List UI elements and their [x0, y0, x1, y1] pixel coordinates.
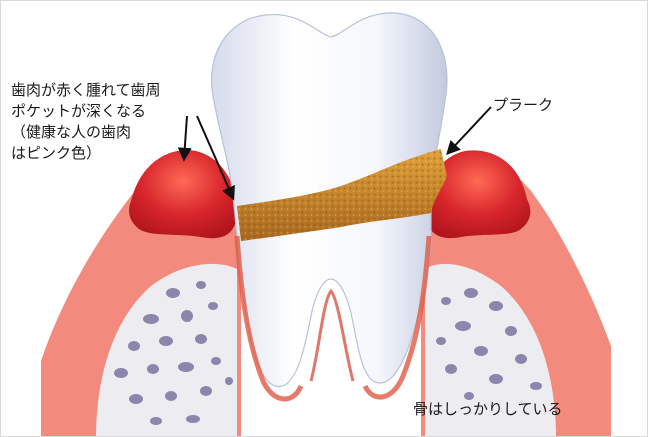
arrow-to-plaque [448, 107, 491, 153]
plaque-label: プラーク [493, 95, 553, 116]
right-gum-bone [421, 150, 611, 437]
gum-annotation-line-2: ポケットが深くなる [11, 101, 161, 122]
bone-label: 骨はしっかりしている [413, 399, 563, 420]
gum-annotation-line-3: （健康な人の歯肉 [11, 122, 161, 143]
left-gum-bone [41, 150, 241, 437]
gum-annotation-line-4: はピンク色） [11, 143, 161, 164]
gum-annotation-line-1: 歯肉が赤く腫れて歯周 [11, 80, 161, 101]
gum-annotation: 歯肉が赤く腫れて歯周 ポケットが深くなる （健康な人の歯肉 はピンク色） [11, 80, 161, 164]
